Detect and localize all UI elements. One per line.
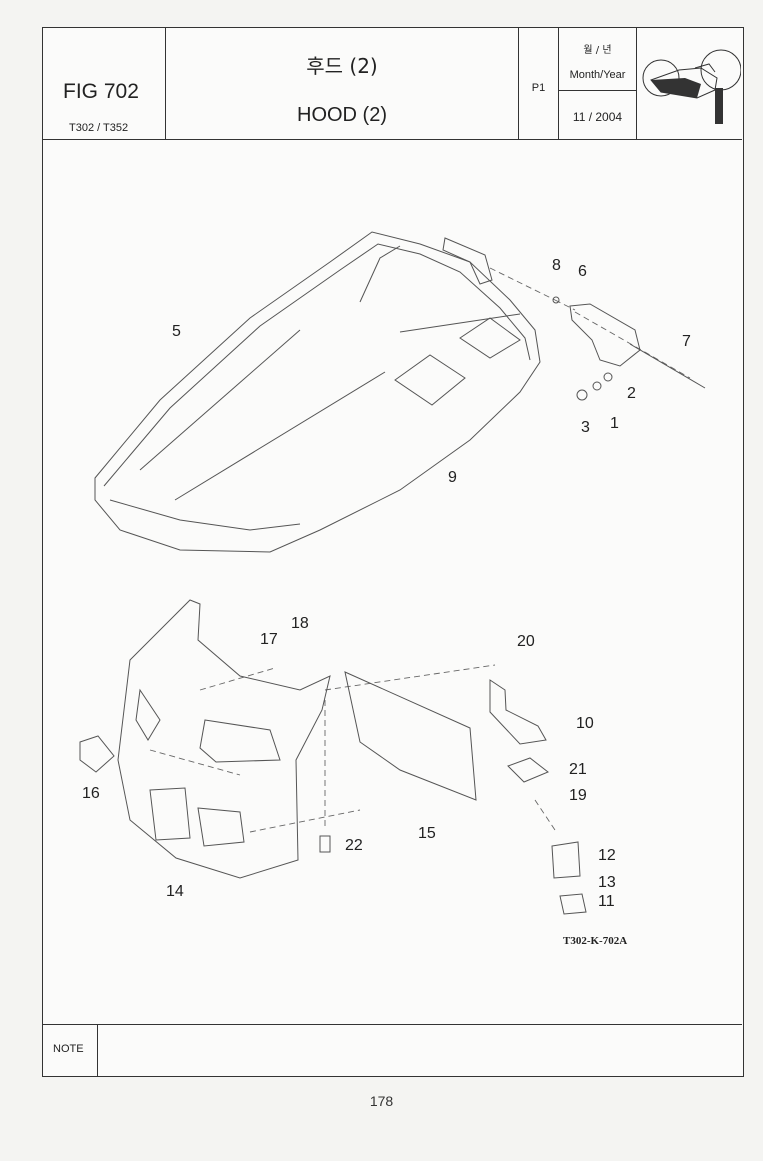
callout-19: 19: [569, 787, 587, 804]
tractor-section-icon: [642, 49, 741, 124]
callout-12: 12: [598, 847, 616, 864]
fig-number: FIG 702: [63, 80, 139, 103]
callout-labels: 5 8 6 7 2 1 3 9 17 18 20 10 21 19 16 22 …: [82, 257, 691, 910]
callout-13: 13: [598, 874, 616, 891]
hinge-bracket: [552, 296, 706, 401]
note-label-cell: NOTE: [43, 1025, 98, 1076]
title-english: HOOD (2): [297, 104, 387, 126]
callout-10: 10: [576, 715, 594, 732]
callout-16: 16: [82, 785, 100, 802]
title-cell: 후드 (2) HOOD (2): [166, 28, 519, 139]
hood-drawing: [94, 231, 541, 553]
callout-1: 1: [610, 415, 619, 432]
callout-20: 20: [517, 633, 535, 650]
date-cell: 월 / 년 Month/Year 11 / 2004: [559, 28, 637, 139]
callout-2: 2: [627, 385, 636, 402]
callout-7: 7: [682, 333, 691, 350]
callout-17: 17: [260, 631, 278, 648]
note-label: NOTE: [53, 1043, 84, 1055]
callout-9: 9: [448, 469, 457, 486]
grille-drawing: [79, 599, 587, 915]
callout-22: 22: [345, 837, 363, 854]
callout-8: 8: [552, 257, 561, 274]
tractor-logo-cell: [637, 28, 742, 139]
page-cell: P1: [519, 28, 559, 139]
callout-6: 6: [578, 263, 587, 280]
note-row: NOTE: [43, 1024, 742, 1076]
callout-11: 11: [598, 893, 615, 910]
callout-18: 18: [291, 615, 309, 632]
date-label-english: Month/Year: [569, 69, 626, 81]
callout-5: 5: [172, 323, 181, 340]
date-label-box: 월 / 년 Month/Year: [559, 28, 636, 91]
model-number: T302 / T352: [69, 122, 129, 134]
header-table: FIG 702 T302 / T352 후드 (2) HOOD (2) P1 월…: [43, 28, 742, 140]
page-frame: FIG 702 T302 / T352 후드 (2) HOOD (2) P1 월…: [42, 27, 744, 1077]
callout-3: 3: [581, 419, 590, 436]
page-indicator: P1: [531, 82, 546, 94]
fig-cell: FIG 702 T302 / T352: [43, 28, 166, 139]
date-label-korean: 월 / 년: [583, 45, 612, 56]
callout-14: 14: [166, 883, 184, 900]
callout-21: 21: [569, 761, 587, 778]
date-value: 11 / 2004: [572, 110, 623, 124]
callout-15: 15: [418, 825, 436, 842]
drawing-code: T302-K-702A: [563, 935, 627, 947]
page-number: 178: [369, 1093, 394, 1109]
title-korean: 후드 (2): [306, 54, 378, 78]
